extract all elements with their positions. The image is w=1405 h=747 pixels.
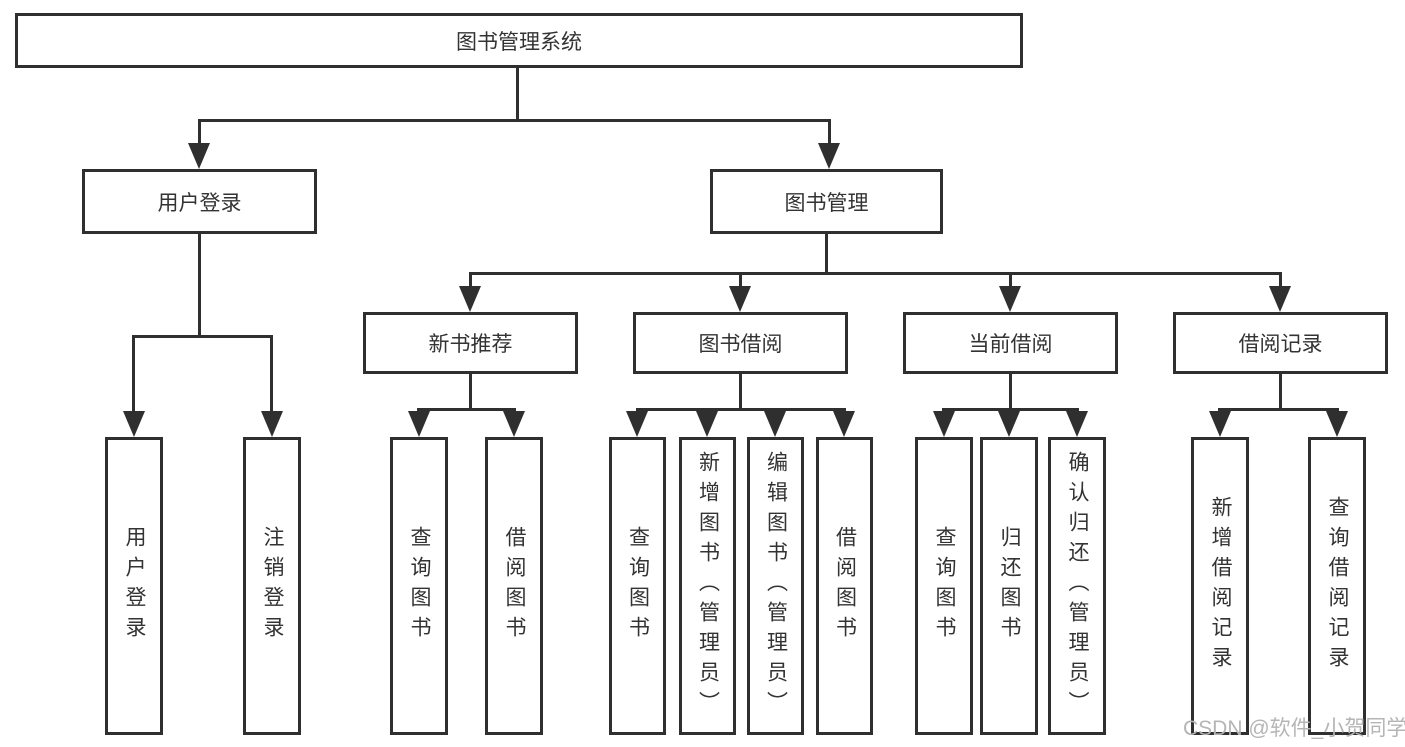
node-borrow-records: 借阅记录 bbox=[1173, 312, 1388, 374]
node-root: 图书管理系统 bbox=[15, 13, 1023, 68]
leaf-confirm-return-admin-label: 确认归还（管理员） bbox=[1066, 451, 1089, 721]
leaf-add-borrow-record: 新增借阅记录 bbox=[1191, 437, 1249, 735]
arrow-down-icon bbox=[408, 411, 430, 437]
arrow-down-icon bbox=[123, 411, 145, 437]
arrow-down-icon bbox=[696, 411, 718, 437]
node-new-book-recommend: 新书推荐 bbox=[363, 312, 578, 374]
arrow-down-icon bbox=[764, 411, 786, 437]
arrow-down-icon bbox=[459, 286, 481, 312]
leaf-query-book-recommend-label: 查询图书 bbox=[408, 526, 431, 646]
connector-line bbox=[1009, 374, 1012, 408]
leaf-return-book: 归还图书 bbox=[980, 437, 1038, 735]
connector-line bbox=[1009, 272, 1012, 286]
leaf-query-book-current-label: 查询图书 bbox=[933, 526, 956, 646]
connector-line bbox=[739, 374, 742, 408]
node-borrow-records-label: 借阅记录 bbox=[1238, 333, 1323, 356]
leaf-borrow-book-label: 借阅图书 bbox=[833, 526, 857, 646]
node-current-borrow: 当前借阅 bbox=[903, 312, 1118, 374]
leaf-add-book-admin: 新增图书（管理员） bbox=[679, 437, 736, 735]
connector-line bbox=[132, 335, 273, 338]
node-user-login: 用户登录 bbox=[82, 169, 317, 234]
leaf-return-book-label: 归还图书 bbox=[998, 526, 1021, 646]
leaf-user-login-label: 用户登录 bbox=[123, 526, 146, 646]
node-book-borrow-label: 图书借阅 bbox=[698, 333, 783, 356]
connector-line bbox=[469, 374, 472, 408]
connector-line bbox=[636, 408, 846, 411]
arrow-down-icon bbox=[998, 411, 1020, 437]
leaf-edit-book-admin-label: 编辑图书（管理员） bbox=[764, 451, 788, 721]
arrow-down-icon bbox=[1326, 411, 1348, 437]
connector-line bbox=[828, 119, 831, 143]
leaf-edit-book-admin: 编辑图书（管理员） bbox=[747, 437, 804, 735]
connector-line bbox=[469, 272, 472, 286]
arrow-down-icon bbox=[188, 143, 210, 169]
connector-line bbox=[739, 272, 742, 286]
leaf-add-book-admin-label: 新增图书（管理员） bbox=[696, 451, 720, 721]
node-root-label: 图书管理系统 bbox=[456, 30, 582, 54]
leaf-add-borrow-record-label: 新增借阅记录 bbox=[1209, 496, 1232, 676]
connector-line bbox=[516, 68, 519, 119]
leaf-query-borrow-record-label: 查询借阅记录 bbox=[1326, 496, 1349, 676]
connector-line bbox=[417, 408, 516, 411]
node-book-borrow: 图书借阅 bbox=[633, 312, 848, 374]
arrow-down-icon bbox=[933, 411, 955, 437]
node-book-management-label: 图书管理 bbox=[784, 191, 869, 215]
node-book-management: 图书管理 bbox=[710, 169, 943, 234]
arrow-down-icon bbox=[999, 286, 1021, 312]
connector-line bbox=[825, 234, 828, 272]
leaf-confirm-return-admin: 确认归还（管理员） bbox=[1048, 437, 1106, 735]
connector-line bbox=[942, 408, 1079, 411]
node-new-book-recommend-label: 新书推荐 bbox=[428, 333, 513, 356]
leaf-borrow-book-recommend-label: 借阅图书 bbox=[503, 526, 526, 646]
connector-line bbox=[1218, 408, 1339, 411]
arrow-down-icon bbox=[261, 411, 283, 437]
connector-line bbox=[198, 119, 201, 143]
connector-line bbox=[1279, 374, 1282, 408]
arrow-down-icon bbox=[1209, 411, 1231, 437]
connector-line bbox=[270, 335, 273, 411]
connector-line bbox=[132, 335, 135, 411]
arrow-down-icon bbox=[818, 143, 840, 169]
node-user-login-label: 用户登录 bbox=[157, 191, 242, 215]
connector-line bbox=[198, 119, 831, 122]
node-current-borrow-label: 当前借阅 bbox=[968, 333, 1053, 356]
leaf-logout: 注销登录 bbox=[243, 437, 301, 735]
leaf-user-login: 用户登录 bbox=[105, 437, 163, 735]
leaf-borrow-book-recommend: 借阅图书 bbox=[485, 437, 543, 735]
connector-line bbox=[469, 272, 1282, 275]
leaf-borrow-book: 借阅图书 bbox=[816, 437, 873, 735]
connector-line bbox=[1279, 272, 1282, 286]
leaf-query-book-borrow: 查询图书 bbox=[609, 437, 666, 735]
leaf-query-book-borrow-label: 查询图书 bbox=[626, 526, 650, 646]
leaf-query-book-current: 查询图书 bbox=[915, 437, 973, 735]
leaf-query-borrow-record: 查询借阅记录 bbox=[1308, 437, 1366, 735]
watermark: CSDN @软件_小贺同学 bbox=[1183, 717, 1405, 740]
arrow-down-icon bbox=[1066, 411, 1088, 437]
arrow-down-icon bbox=[729, 286, 751, 312]
leaf-query-book-recommend: 查询图书 bbox=[390, 437, 448, 735]
connector-line bbox=[198, 234, 201, 335]
arrow-down-icon bbox=[833, 411, 855, 437]
arrow-down-icon bbox=[1269, 286, 1291, 312]
arrow-down-icon bbox=[503, 411, 525, 437]
arrow-down-icon bbox=[626, 411, 648, 437]
leaf-logout-label: 注销登录 bbox=[261, 526, 284, 646]
